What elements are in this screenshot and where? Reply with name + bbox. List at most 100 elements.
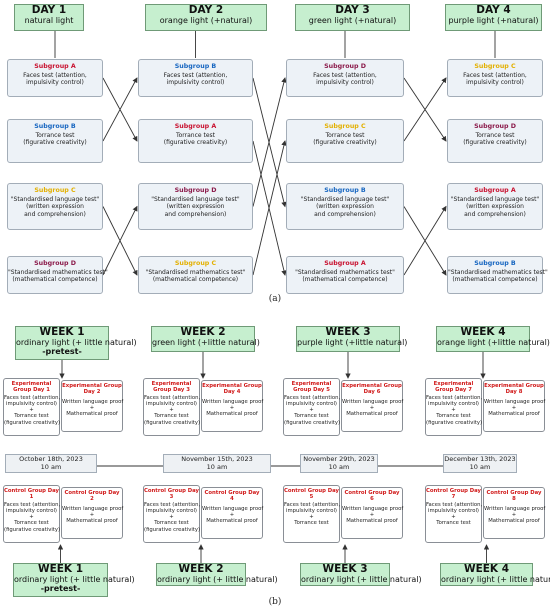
test-card-language: Subgroup C"Standardised language test"(w… bbox=[7, 183, 103, 230]
test-card-maths: Subgroup A"Standardised mathematics test… bbox=[286, 256, 404, 294]
group-day-title: Experimental Group Day 4 bbox=[202, 383, 262, 396]
test-card-language: Subgroup D"Standardised language test"(w… bbox=[138, 183, 253, 230]
subgroup-label: Subgroup C bbox=[34, 187, 76, 194]
date-text: October 18th, 2023 bbox=[19, 455, 83, 463]
test-text: and comprehension) bbox=[24, 210, 86, 218]
time-text: 10 am bbox=[206, 462, 228, 471]
test-text: impulsivity control) bbox=[166, 79, 225, 87]
time-text: 10 am bbox=[40, 462, 62, 471]
day-a-text: impulsivity control) bbox=[6, 507, 57, 514]
subgroup-B-arrow bbox=[102, 77, 138, 142]
test-text: impulsivity control) bbox=[316, 79, 374, 87]
test-text: "Standardised language test" bbox=[151, 196, 240, 204]
test-text: (written expression bbox=[316, 203, 374, 211]
test-text: (mathematical competence) bbox=[302, 276, 388, 284]
subgroup-D-arrow bbox=[403, 77, 447, 142]
day-subtitle: natural light bbox=[24, 16, 74, 25]
caption-a: (a) bbox=[268, 294, 282, 304]
test-text: and comprehension) bbox=[164, 210, 227, 218]
day-a-text: impulsivity control) bbox=[146, 400, 197, 407]
test-text: "Standardised mathematics test" bbox=[145, 269, 246, 277]
day-b-text: Written language proof bbox=[484, 505, 546, 512]
day-b-text: Mathematical proof bbox=[346, 518, 398, 525]
test-text: (written expression bbox=[26, 203, 84, 211]
test-text: (figurative creativity) bbox=[313, 139, 377, 147]
day-a-text: Torrance test bbox=[294, 520, 329, 527]
subgroup-label: Subgroup D bbox=[34, 260, 76, 267]
day-b-text: Written language proof bbox=[62, 505, 124, 512]
test-text: (written expression bbox=[466, 203, 524, 211]
test-text: "Standardised language test" bbox=[450, 196, 540, 204]
week-title: WEEK 3 bbox=[325, 326, 371, 338]
day-a-text: impulsivity control) bbox=[428, 507, 479, 514]
group-day-title: Control Group Day 5 bbox=[284, 488, 340, 501]
subgroup-D-arrow bbox=[252, 77, 287, 207]
week-subtitle: ordinary light (+ little natural) bbox=[157, 575, 278, 584]
test-card-maths: Subgroup B"Standardised mathematics test… bbox=[447, 256, 548, 294]
subgroup-label: Subgroup C bbox=[474, 63, 516, 70]
group-day-b: Control Group Day 2 Written language proo… bbox=[61, 487, 123, 539]
time-text: 10 am bbox=[328, 462, 350, 471]
group-day-title: Experimental Group Day 7 bbox=[433, 381, 474, 394]
group-day-title: Control Group Day 3 bbox=[144, 488, 200, 501]
week-subtitle: ordinary light (+ little natural) bbox=[16, 338, 137, 347]
day-b-text: Mathematical proof bbox=[488, 411, 540, 418]
group-day-title: Experimental Group Day 8 bbox=[484, 383, 544, 396]
test-text: Faces test (attention, bbox=[23, 72, 87, 80]
day-title: DAY 1 bbox=[31, 4, 67, 16]
subgroup-label: Subgroup D bbox=[474, 123, 516, 130]
group-day-title: Control Group Day 4 bbox=[204, 490, 260, 503]
test-text: Faces test (attention, bbox=[313, 72, 377, 80]
day-a-text: Faces test (attention, bbox=[284, 501, 341, 508]
group-day-b: Experimental Group Day 4 Written language… bbox=[201, 380, 263, 432]
day-a-text: Torrance test bbox=[154, 520, 189, 527]
week-title: WEEK 4 bbox=[460, 326, 506, 338]
group-day-title: Control Group Day 7 bbox=[426, 488, 482, 501]
day-b-text: + bbox=[229, 404, 235, 411]
test-text: "Standardised mathematics test" bbox=[8, 269, 108, 277]
day-a-text: Torrance test bbox=[14, 413, 49, 420]
day-b-text: + bbox=[511, 511, 517, 518]
day-a-text: Torrance test bbox=[294, 413, 329, 420]
subgroup-label: Subgroup C bbox=[174, 260, 217, 267]
day-a-text: impulsivity control) bbox=[146, 507, 197, 514]
day-b-text: Written language proof bbox=[202, 398, 264, 405]
date-text: November 15th, 2023 bbox=[181, 455, 253, 463]
subgroup-label: Subgroup B bbox=[474, 260, 516, 267]
day-a-text: (figurative creativity) bbox=[4, 526, 61, 533]
test-card-maths: Subgroup D "Standardised mathematics test… bbox=[7, 256, 108, 294]
subgroup-label: Subgroup A bbox=[34, 63, 76, 70]
group-day-title: Control Group Day 2 bbox=[64, 490, 120, 503]
subgroup-label: Subgroup A bbox=[474, 187, 516, 194]
group-day-title: Experimental Group Day 5 bbox=[291, 381, 332, 394]
week-title: WEEK 1 bbox=[37, 563, 84, 575]
test-text: Torrance test bbox=[35, 132, 75, 140]
test-text: (figurative creativity) bbox=[163, 139, 228, 147]
week-title: WEEK 4 bbox=[463, 563, 510, 575]
group-day-title: Experimental Group Day 3 bbox=[151, 381, 192, 394]
test-text: "Standardised language test" bbox=[300, 196, 390, 204]
week-extra: -pretest- bbox=[40, 584, 81, 593]
test-text: (figurative creativity) bbox=[463, 139, 527, 147]
subgroup-label: Subgroup A bbox=[174, 123, 217, 130]
day-title: DAY 4 bbox=[476, 4, 511, 16]
day-subtitle: orange light (+natural) bbox=[159, 16, 253, 25]
day-b-text: Mathematical proof bbox=[488, 518, 540, 525]
day-a-text: (figurative creativity) bbox=[4, 419, 61, 426]
day-a-text: Faces test (attention, bbox=[426, 394, 483, 401]
date-text: December 13th, 2023 bbox=[444, 455, 516, 463]
time-text: 10 am bbox=[469, 462, 491, 471]
